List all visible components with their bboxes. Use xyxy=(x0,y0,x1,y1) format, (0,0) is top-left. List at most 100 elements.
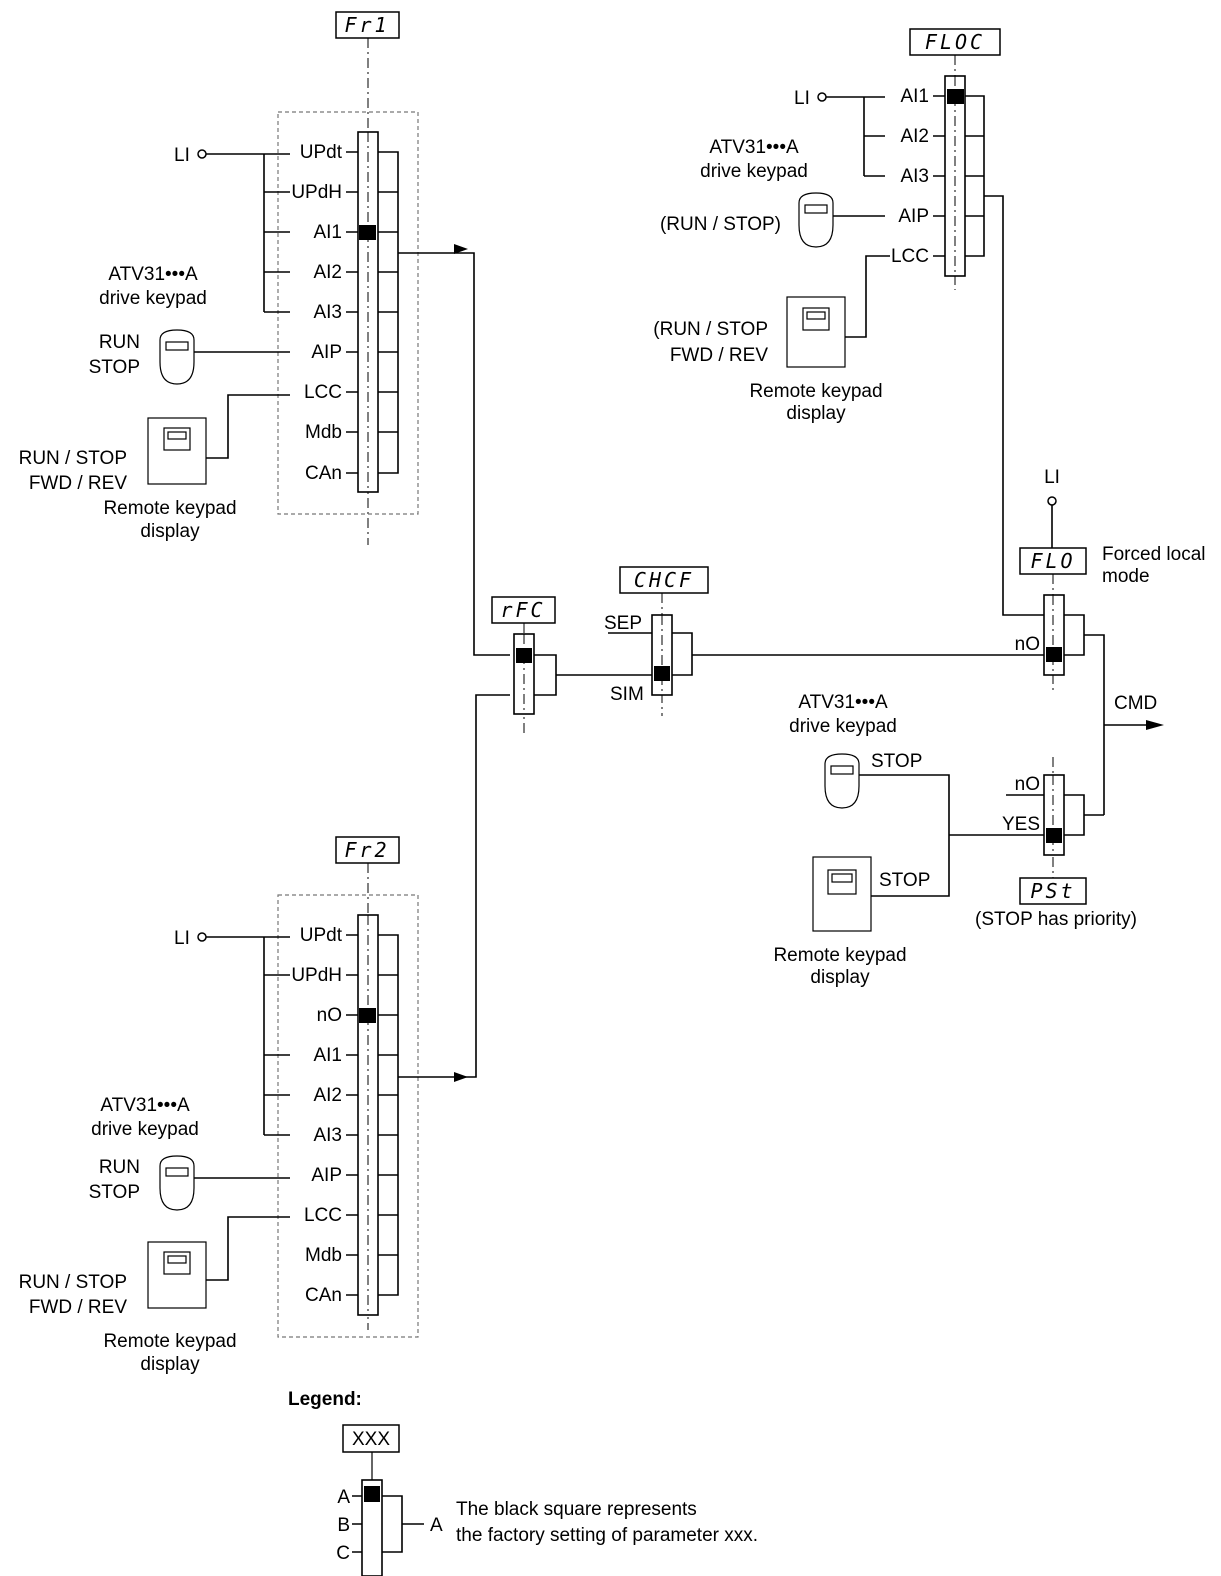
floc-remote-caption: Remote keypad xyxy=(749,381,882,402)
fr1-factory-setting-marker xyxy=(359,225,376,240)
pst-factory-setting-marker xyxy=(1046,828,1062,843)
fr2-li-label: LI xyxy=(174,928,190,949)
rfc-param-box xyxy=(491,596,556,624)
floc-remote-caption-2: display xyxy=(786,403,846,424)
fr2-run-label: RUN xyxy=(99,1157,140,1178)
chcf-option-sim: SIM xyxy=(610,684,644,705)
fr2-option-no: nO xyxy=(317,1005,342,1026)
pst-param-box xyxy=(1019,877,1087,905)
rfc-switch: rFC xyxy=(491,596,652,735)
flo-caption-2: mode xyxy=(1102,566,1150,587)
fr1-run-label: RUN xyxy=(99,332,140,353)
flo-selector-bar xyxy=(1043,594,1065,676)
fr1-option-updh: UPdH xyxy=(291,182,342,203)
fr2-option-ai3: AI3 xyxy=(313,1125,342,1146)
fr1-option-list: UPdt UPdH AI1 AI2 AI3 AIP LCC Mdb CAn xyxy=(291,142,342,484)
pst-keypad-subtitle: drive keypad xyxy=(789,716,897,737)
fr2-remote-run-stop: RUN / STOP xyxy=(19,1272,127,1293)
fr1-keypad-subtitle: drive keypad xyxy=(99,288,207,309)
floc-param-box xyxy=(909,28,1001,56)
fr2-option-ai2: AI2 xyxy=(313,1085,342,1106)
floc-remote-fwd-rev: FWD / REV xyxy=(670,345,768,366)
fr2-stop-label: STOP xyxy=(89,1182,140,1203)
pst-stop-remote: STOP xyxy=(879,870,930,891)
flo-param-label: FLO xyxy=(1030,549,1075,573)
flo-param-box xyxy=(1019,547,1087,575)
fr2-block: Fr2 UPdt UPdH nO AI1 AI2 AI3 AIP LCC Mdb… xyxy=(19,694,510,1375)
legend-param-box xyxy=(342,1424,400,1453)
fr1-option-mdb: Mdb xyxy=(305,422,342,443)
pst-remote-caption-2: display xyxy=(810,967,870,988)
pst-param-label: PSt xyxy=(1030,879,1075,903)
fr2-option-can: CAn xyxy=(305,1285,342,1306)
fr2-remote-caption: Remote keypad xyxy=(103,1331,236,1352)
floc-option-list: AI1 AI2 AI3 AIP LCC xyxy=(891,86,929,267)
chcf-switch: CHCF SEP SIM xyxy=(604,566,1044,716)
flo-caption: Forced local xyxy=(1102,544,1206,565)
floc-param-label: FLOC xyxy=(925,30,985,54)
floc-keypad-subtitle: drive keypad xyxy=(700,161,808,182)
fr2-param-box xyxy=(335,836,400,864)
chcf-option-sep: SEP xyxy=(604,613,642,634)
floc-drive-keypad-icon xyxy=(798,192,834,248)
fr2-remote-caption-2: display xyxy=(140,1354,200,1375)
fr2-param-label: Fr2 xyxy=(344,838,389,862)
fr2-option-aip: AIP xyxy=(311,1165,342,1186)
pst-stop-keypad: STOP xyxy=(871,751,922,772)
fr2-option-mdb: Mdb xyxy=(305,1245,342,1266)
fr2-option-updt: UPdt xyxy=(300,925,343,946)
floc-option-aip: AIP xyxy=(898,206,929,227)
floc-remote-run-stop: (RUN / STOP xyxy=(653,319,768,340)
fr2-option-updh: UPdH xyxy=(291,965,342,986)
fr1-remote-keypad-icon xyxy=(147,417,207,485)
cmd-output: CMD xyxy=(1104,693,1164,730)
fr1-option-ai1: AI1 xyxy=(313,222,342,243)
floc-option-lcc: LCC xyxy=(891,246,929,267)
fr1-option-can: CAn xyxy=(305,463,342,484)
fr2-remote-keypad-icon xyxy=(147,1241,207,1309)
fr2-keypad-title: ATV31•••A xyxy=(100,1095,190,1116)
legend-output-a: A xyxy=(430,1515,443,1536)
chcf-factory-setting-marker xyxy=(654,666,670,681)
legend-option-a: A xyxy=(337,1487,350,1508)
legend-option-c: C xyxy=(336,1543,350,1564)
fr1-remote-caption-2: display xyxy=(140,521,200,542)
pst-option-yes: YES xyxy=(1002,814,1040,835)
floc-li-terminal xyxy=(817,92,827,102)
fr1-selector-frame xyxy=(277,111,419,515)
floc-li-label: LI xyxy=(794,88,810,109)
legend-description-2: the factory setting of parameter xxx. xyxy=(456,1525,758,1546)
legend-param-label: XXX xyxy=(352,1429,390,1450)
fr1-option-ai3: AI3 xyxy=(313,302,342,323)
fr2-li-terminal xyxy=(197,932,207,942)
rfc-param-label: rFC xyxy=(500,598,545,622)
fr1-remote-caption: Remote keypad xyxy=(103,498,236,519)
floc-option-ai1: AI1 xyxy=(900,86,929,107)
legend: Legend: XXX A B C A The black square rep… xyxy=(288,1389,758,1576)
fr1-keypad-title: ATV31•••A xyxy=(108,264,198,285)
fr1-option-aip: AIP xyxy=(311,342,342,363)
floc-remote-keypad-icon xyxy=(786,296,846,368)
fr1-remote-run-stop: RUN / STOP xyxy=(19,448,127,469)
chcf-param-box xyxy=(619,566,709,594)
floc-block: FLOC AI1 AI2 AI3 AIP LCC LI ATV31•••A dr… xyxy=(653,28,1044,616)
fr1-drive-keypad-icon xyxy=(159,329,195,385)
floc-option-ai2: AI2 xyxy=(900,126,929,147)
fr1-option-lcc: LCC xyxy=(304,382,342,403)
fr2-keypad-subtitle: drive keypad xyxy=(91,1119,199,1140)
flo-switch: LI FLO nO Forced local mode xyxy=(1015,467,1206,815)
fr1-remote-fwd-rev: FWD / REV xyxy=(29,473,127,494)
floc-keypad-run-stop: (RUN / STOP) xyxy=(660,214,781,235)
fr2-drive-keypad-icon xyxy=(159,1155,195,1211)
fr1-li-terminal xyxy=(197,149,207,159)
fr1-stop-label: STOP xyxy=(89,357,140,378)
flo-li-terminal xyxy=(1047,496,1057,506)
fr2-option-lcc: LCC xyxy=(304,1205,342,1226)
fr1-option-updt: UPdt xyxy=(300,142,343,163)
fr1-block: Fr1 UPdt UPdH AI1 AI2 AI3 AIP LCC Mdb CA… xyxy=(19,11,510,656)
chcf-param-label: CHCF xyxy=(634,568,694,592)
pst-remote-keypad-icon xyxy=(812,856,872,932)
legend-title: Legend: xyxy=(288,1389,362,1410)
fr2-selector-frame xyxy=(277,894,419,1338)
